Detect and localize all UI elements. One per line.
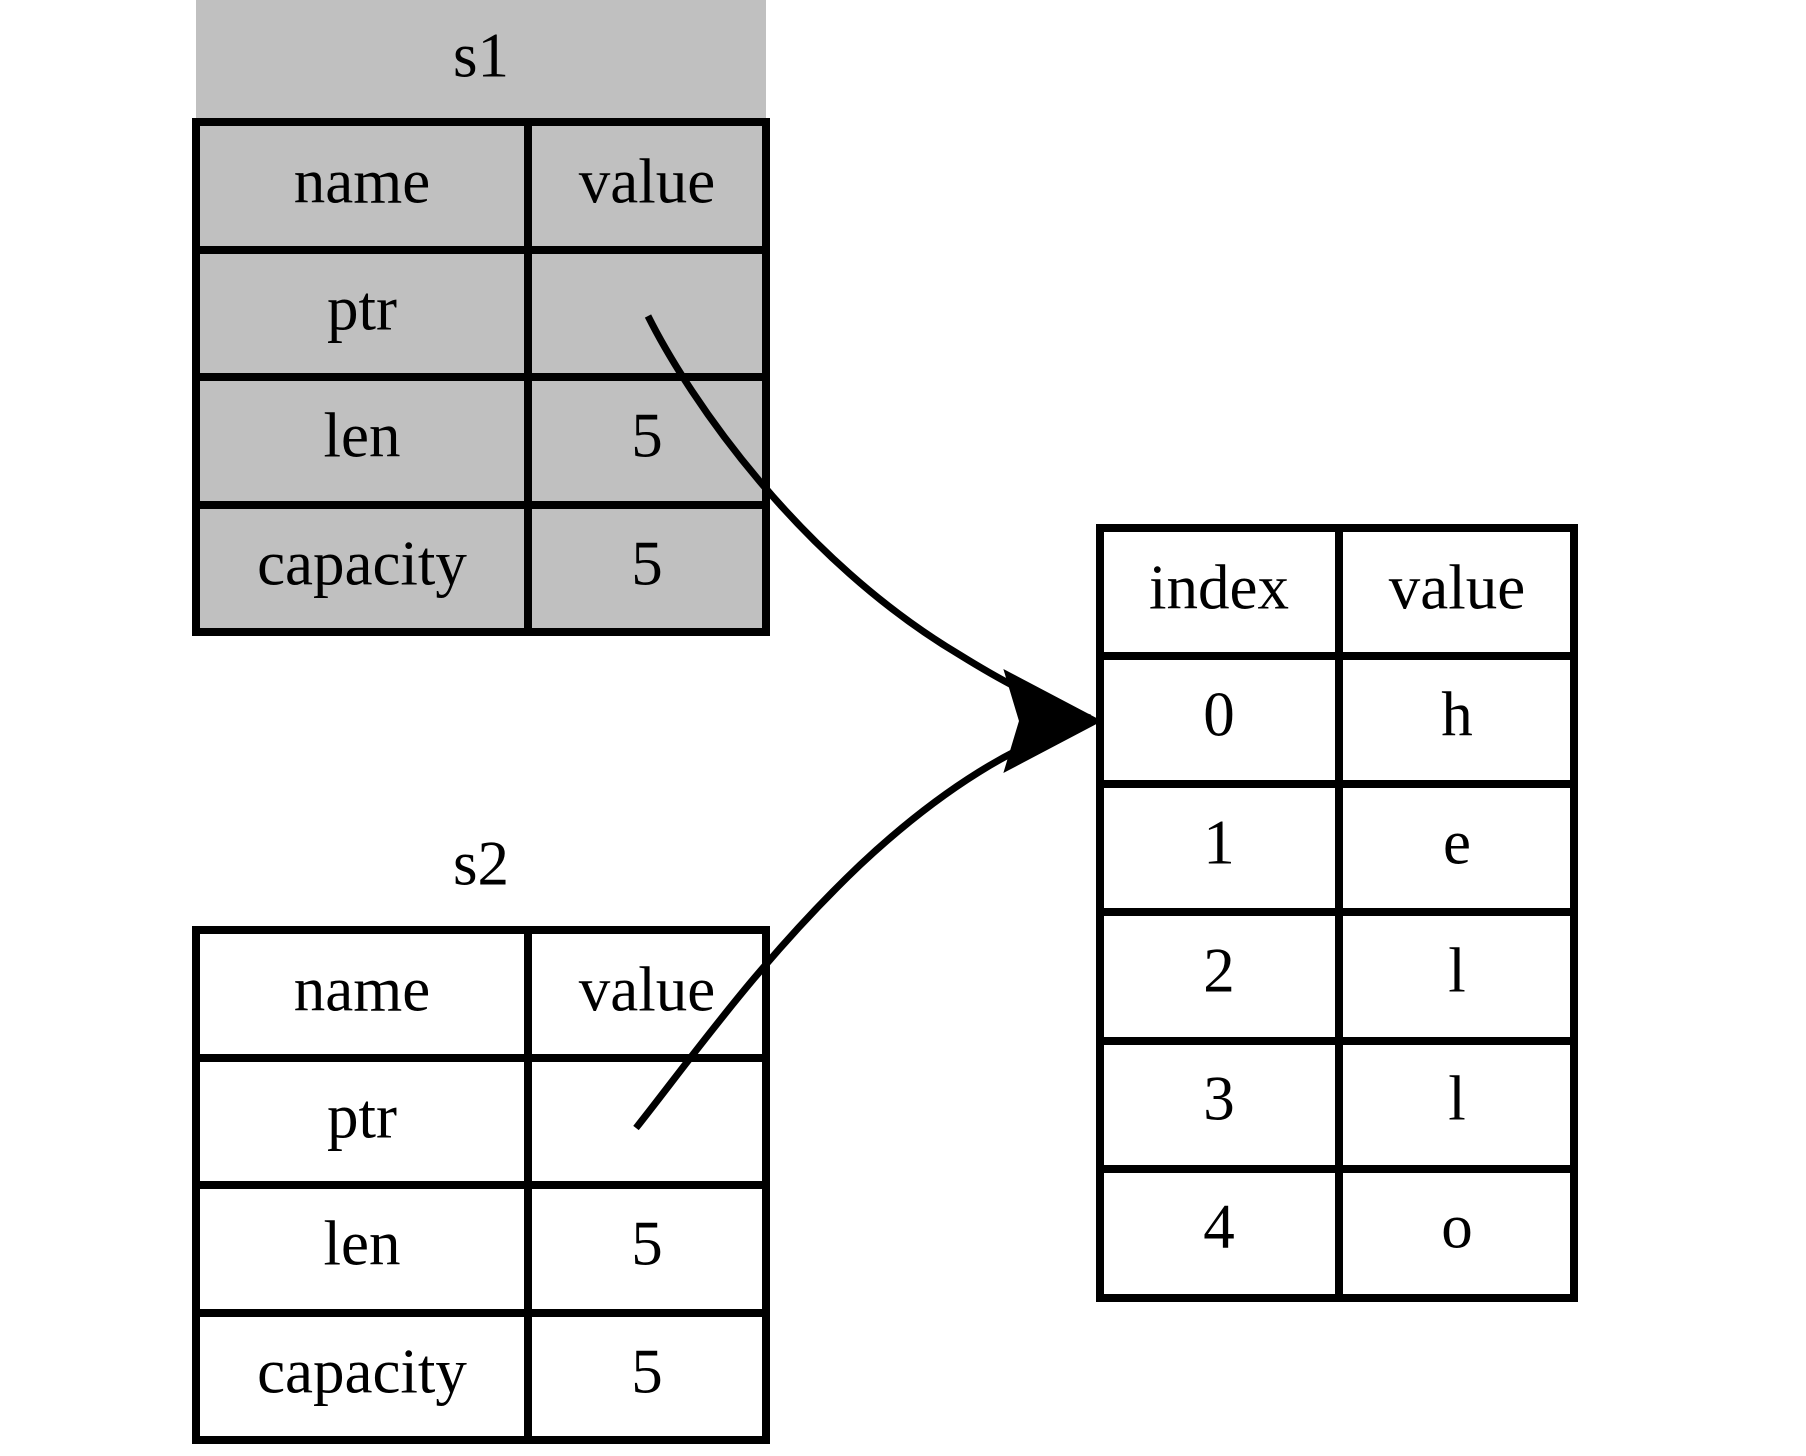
s2-row-len-name: len [324,1208,401,1278]
heap-row-3-value: l [1448,1063,1466,1133]
s2-row-capacity-name: capacity [257,1336,467,1406]
heap-header-index: index [1149,552,1289,622]
heap-row-4-value: o [1441,1191,1473,1261]
s1-row-len-name: len [324,400,401,470]
s1-header-name: name [294,146,430,216]
s1-row-capacity-name: capacity [257,528,467,598]
s2-row-ptr-name: ptr [327,1081,397,1151]
heap-table [1096,524,1578,1302]
s1-row-capacity-value: 5 [631,528,663,598]
s1-row-len-value: 5 [631,400,663,470]
s1-highlight-background [196,0,766,630]
heap-row-2-index: 2 [1203,935,1235,1005]
s2-table [192,926,770,1444]
heap-row-2-value: l [1448,935,1466,1005]
heap-row-0-value: h [1441,679,1473,749]
s1-caption: s1 [453,20,509,90]
heap-row-3-index: 3 [1203,1063,1235,1133]
heap-row-1-value: e [1443,807,1471,877]
s2-ptr-to-heap-edge [633,718,1091,1131]
s2-caption: s2 [453,828,509,898]
heap-row-0-index: 0 [1203,679,1235,749]
s2-row-len-value: 5 [631,1208,663,1278]
s1-table [192,118,770,636]
s1-row-ptr-name: ptr [327,273,397,343]
s2-header-name: name [294,954,430,1024]
heap-row-4-index: 4 [1203,1191,1235,1261]
s2-row-capacity-value: 5 [631,1336,663,1406]
s1-header-value: value [579,146,715,216]
s2-header-value: value [579,954,715,1024]
heap-row-1-index: 1 [1203,807,1235,877]
heap-pointer-arrowhead [1003,669,1103,773]
heap-header-value: value [1389,552,1525,622]
